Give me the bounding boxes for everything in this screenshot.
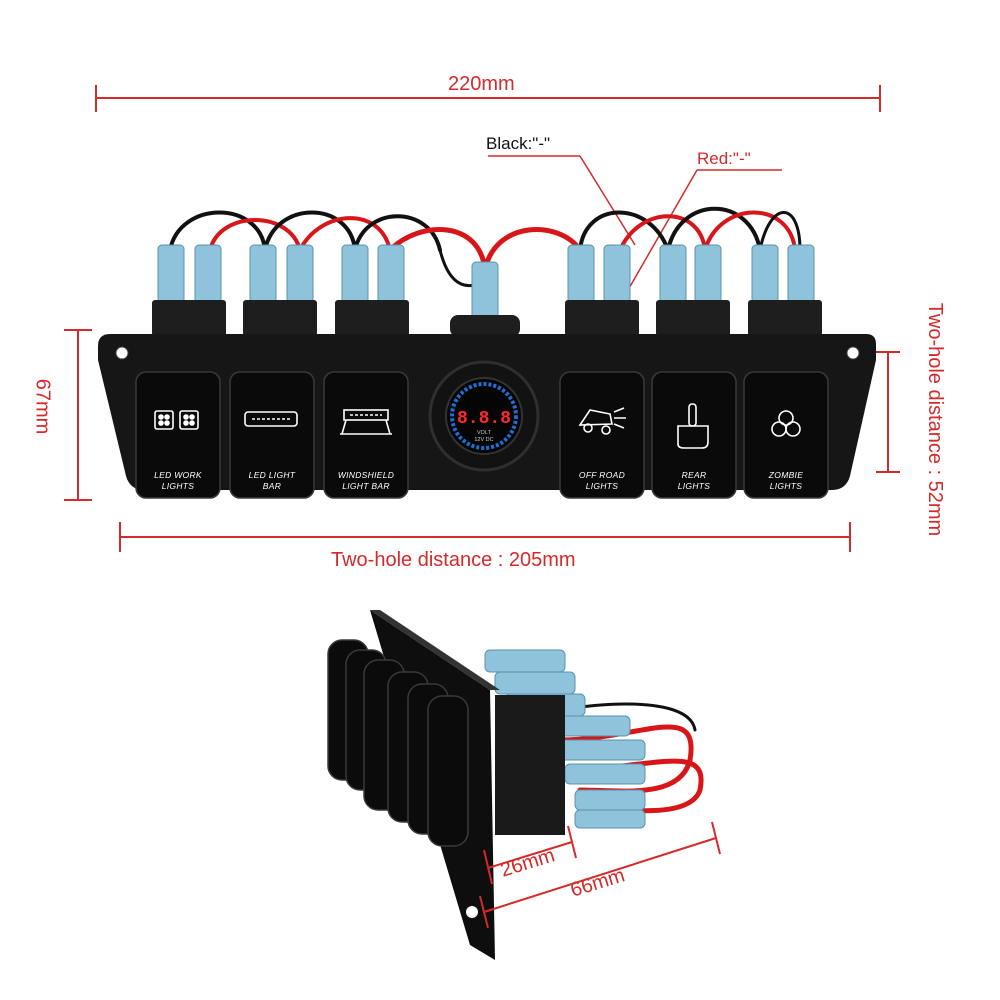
switch-label-3b: LIGHT BAR: [342, 481, 390, 491]
vertical-hole-distance-label: Two-hole distance : 52mm: [924, 302, 947, 537]
mounting-hole-right: [846, 346, 860, 360]
switch-labels: LED WORK LIGHTS LED LIGHT BAR WINDSHIELD…: [154, 470, 803, 491]
switch-label-4b: LIGHTS: [586, 481, 619, 491]
switch-label-3a: WINDSHIELD: [338, 470, 394, 480]
off-road-icon: [578, 407, 626, 435]
red-wire-label: Red:"-": [697, 149, 751, 168]
voltmeter-unit: VOLT: [477, 430, 492, 436]
switch-label-2b: BAR: [263, 481, 281, 491]
width-dimension-line: [95, 85, 881, 112]
rocker-switch-row: [135, 371, 829, 499]
black-wire-label: Black:"-": [486, 134, 551, 153]
side-view-panel: [327, 610, 704, 960]
voltmeter-rating: 12V DC: [474, 437, 493, 443]
width-dimension-label: 220mm: [448, 73, 515, 95]
horizontal-hole-distance-label: Two-hole distance : 205mm: [331, 549, 576, 571]
windshield-bar-icon: [340, 409, 392, 435]
biohazard-icon: [771, 410, 801, 437]
switch-label-2a: LED LIGHT: [249, 470, 296, 480]
voltmeter-reading: 8.8.8: [457, 409, 511, 429]
switch-label-1b: LIGHTS: [162, 481, 195, 491]
work-lights-icon: [154, 410, 199, 430]
height-dimension-line: [64, 329, 92, 501]
switch-label-6b: LIGHTS: [770, 481, 803, 491]
switch-label-5a: REAR: [682, 470, 707, 480]
mounting-hole-left: [115, 346, 129, 360]
height-dimension-label: 67mm: [31, 378, 54, 435]
switch-label-6a: ZOMBIE: [768, 470, 803, 480]
voltmeter: 8.8.8 VOLT 12V DC: [428, 360, 540, 472]
light-bar-icon: [244, 411, 298, 427]
switch-rear-housings: [152, 300, 822, 337]
spade-terminals: [157, 244, 815, 321]
switch-label-5b: LIGHTS: [678, 481, 711, 491]
horizontal-hole-distance-line: [119, 522, 851, 552]
middle-finger-icon: [677, 403, 709, 449]
vertical-hole-distance-line: [876, 351, 900, 473]
switch-label-4a: OFF ROAD: [579, 470, 625, 480]
switch-label-1a: LED WORK: [154, 470, 202, 480]
depth-dimension-lines: [479, 821, 721, 929]
wire-callout-leaders: [488, 155, 782, 291]
